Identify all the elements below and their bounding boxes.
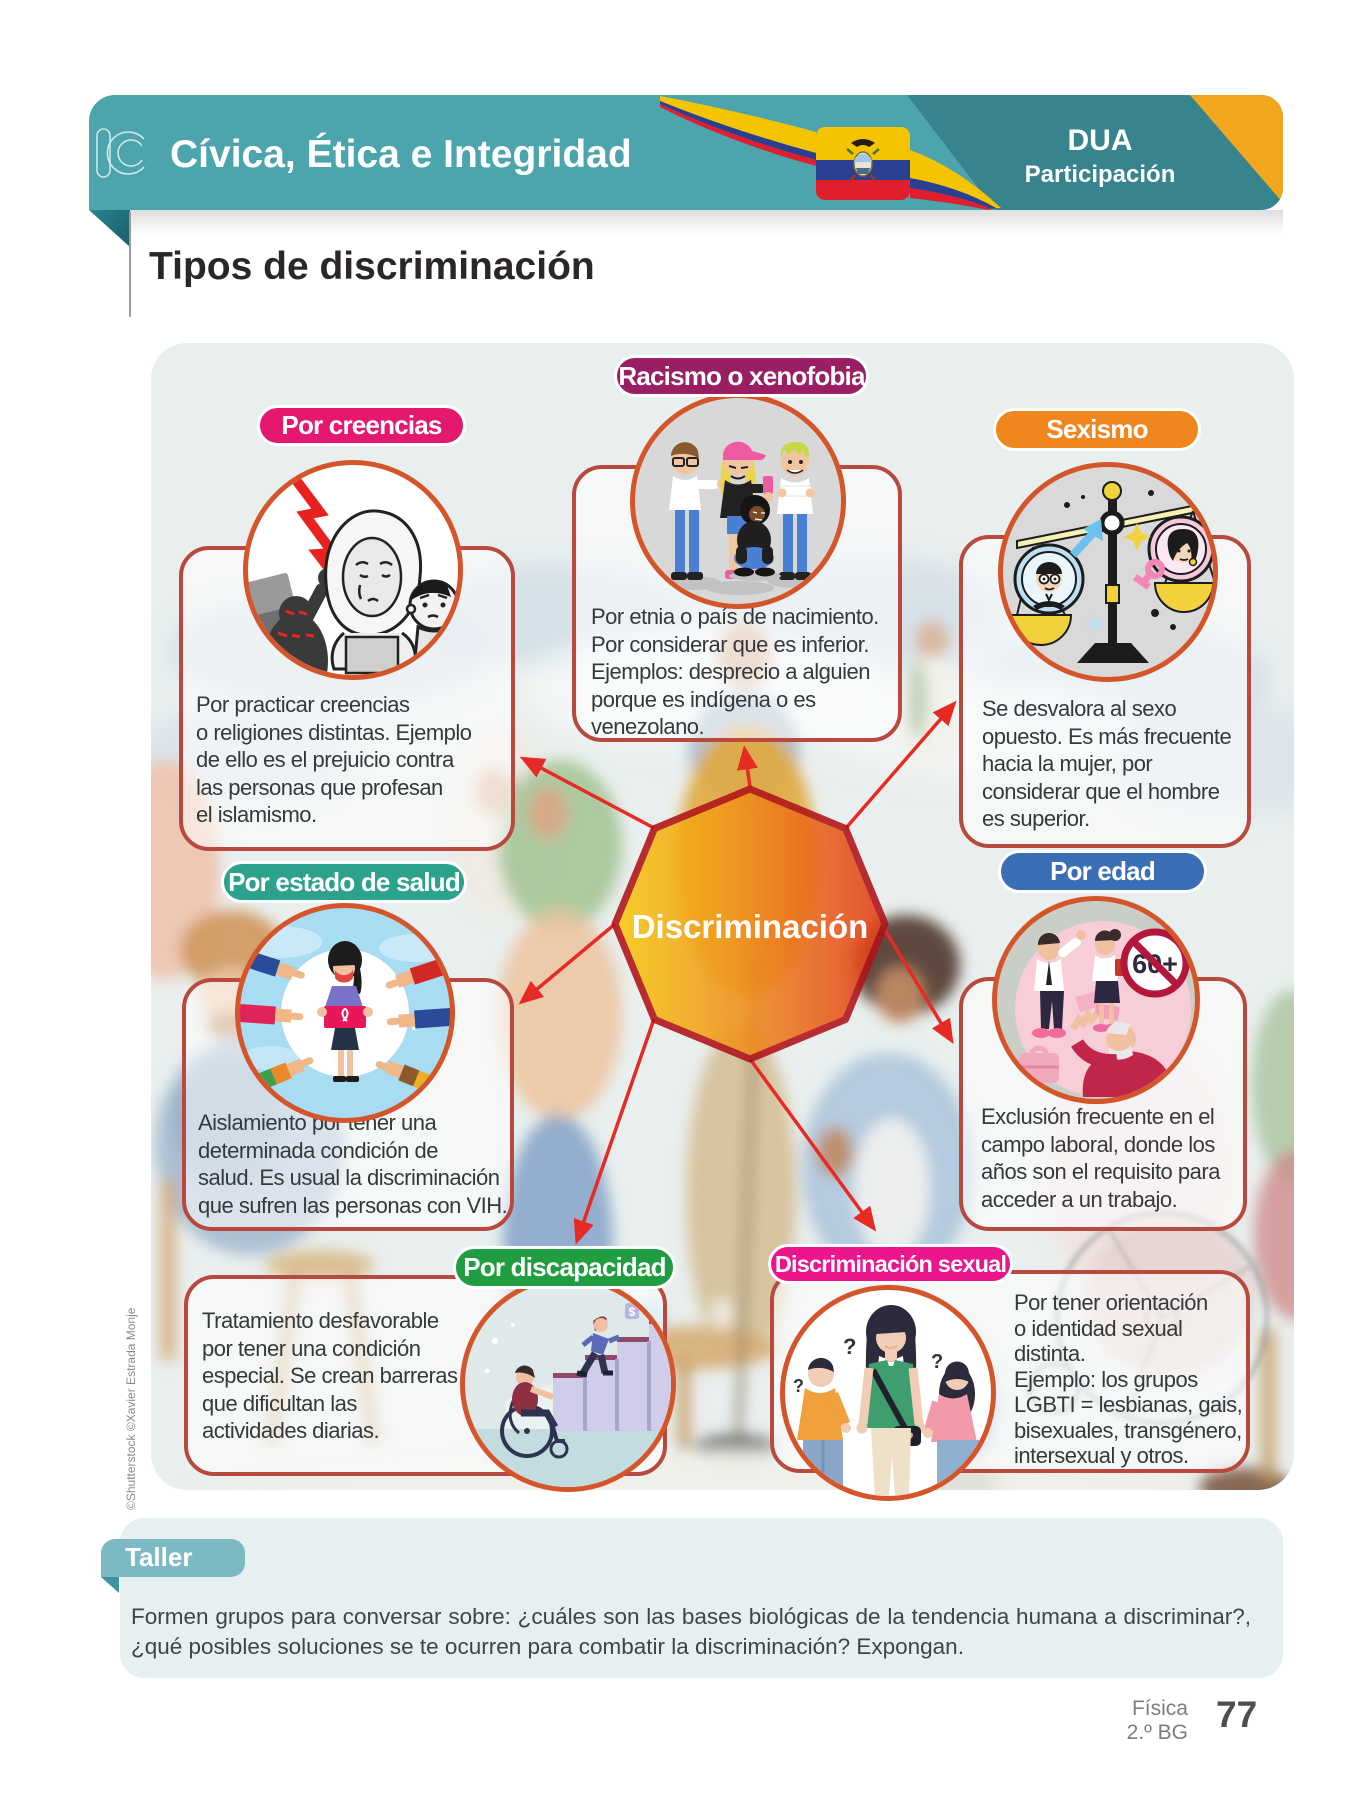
svg-text:?: ? [793, 1376, 804, 1396]
svg-text:$: $ [629, 1305, 636, 1319]
svg-text:?: ? [931, 1351, 943, 1373]
svg-text:?: ? [843, 1334, 856, 1359]
svg-text:Discriminación: Discriminación [632, 908, 869, 945]
